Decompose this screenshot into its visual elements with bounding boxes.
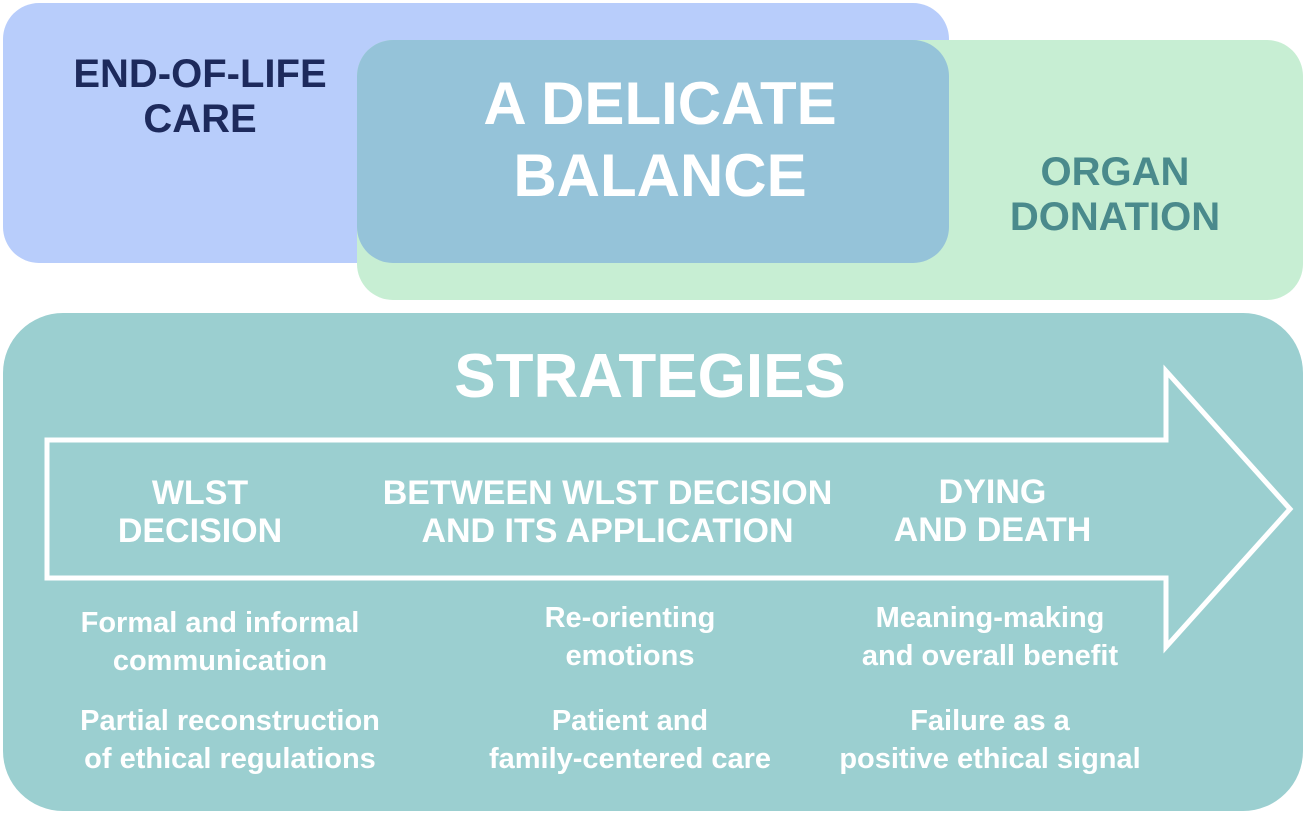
delicate-balance-overlap <box>357 40 949 263</box>
phase-dying-and-death: DYING AND DEATH <box>893 473 1092 550</box>
end-of-life-care-label: END-OF-LIFE CARE <box>73 52 327 141</box>
strategy-item: Patient and family-centered care <box>488 705 772 775</box>
strategy-item: Partial reconstruction of ethical regula… <box>80 705 380 775</box>
phase-between-decision-and-application: BETWEEN WLST DECISION AND ITS APPLICATIO… <box>382 474 833 551</box>
timeline-arrow-outline <box>44 364 1294 654</box>
phase-wlst-decision: WLST DECISION <box>117 474 283 551</box>
delicate-balance-label: A DELICATE BALANCE <box>483 70 837 209</box>
organ-donation-label: ORGAN DONATION <box>1009 150 1221 239</box>
strategy-item: Failure as a positive ethical signal <box>839 705 1141 775</box>
strategy-item: Formal and informal communication <box>80 607 360 677</box>
strategy-item: Meaning-making and overall benefit <box>861 602 1119 672</box>
strategies-title: STRATEGIES <box>454 342 846 411</box>
strategy-item: Re-orienting emotions <box>544 602 716 672</box>
strategies-panel <box>3 313 1303 811</box>
